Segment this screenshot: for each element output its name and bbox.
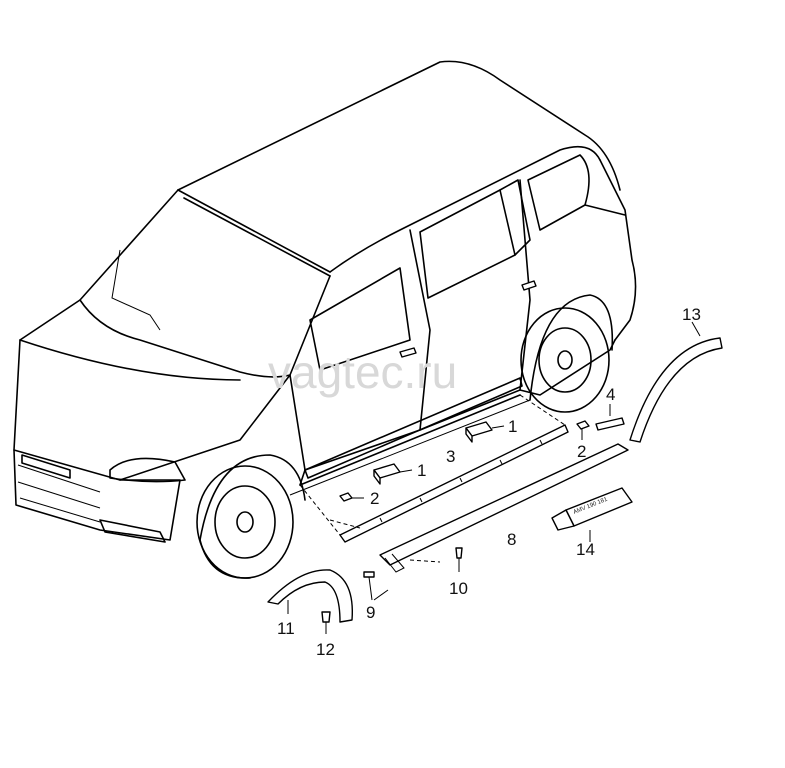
part-1-clip-b	[465, 421, 505, 443]
callout-2-b: 2	[577, 442, 586, 461]
callout-9: 9	[366, 603, 375, 622]
callouts: 1 1 2 2 3 4 8 9 10 11 12 13 14	[277, 305, 701, 659]
part-2-nut-a	[339, 492, 364, 502]
part-3-trim-strip	[339, 424, 569, 543]
part-4-emblem	[595, 404, 625, 431]
car-body	[13, 60, 637, 543]
part-10-screw	[455, 547, 463, 572]
part-14-tube: AMV 190 181	[551, 487, 633, 542]
callout-3: 3	[446, 447, 455, 466]
part-12-screw	[321, 611, 331, 634]
callout-11: 11	[277, 619, 295, 638]
part-2-nut-b	[576, 420, 590, 440]
callout-2-a: 2	[370, 489, 379, 508]
front-wheel	[196, 454, 306, 579]
part-9-screw	[363, 571, 389, 601]
part-8-trim-strip	[379, 443, 629, 573]
callout-12: 12	[316, 640, 335, 659]
part-1-clip-a	[373, 463, 413, 485]
part-13-wheel-arch	[629, 321, 723, 443]
callout-4: 4	[606, 385, 615, 404]
part-11-wheel-arch	[267, 569, 354, 623]
callout-10: 10	[449, 579, 468, 598]
callout-1-a: 1	[417, 461, 426, 480]
callout-13: 13	[682, 305, 701, 324]
callout-8: 8	[507, 530, 516, 549]
rear-wheel	[520, 294, 614, 413]
callout-1-b: 1	[508, 417, 517, 436]
callout-14: 14	[576, 540, 595, 559]
watermark: vagtec.ru	[268, 346, 457, 398]
